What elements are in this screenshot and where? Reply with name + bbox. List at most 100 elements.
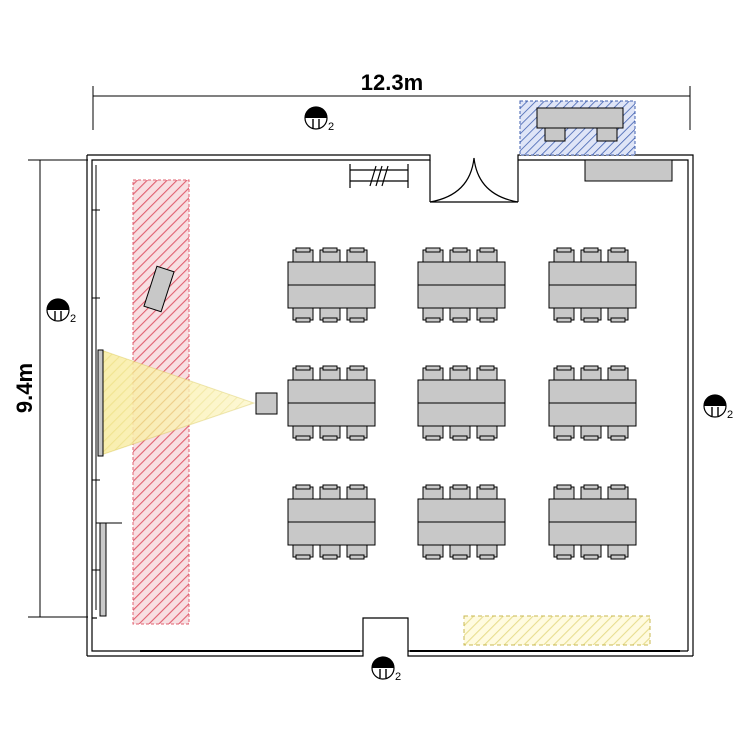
chair-back — [452, 435, 468, 441]
chair-back — [479, 435, 495, 441]
chair-back — [425, 484, 441, 490]
outlet-right: 2 — [703, 394, 733, 421]
chair-back — [610, 554, 626, 560]
table — [548, 284, 637, 309]
podium-chair-right — [596, 127, 618, 142]
side-counter — [584, 159, 673, 182]
shelf — [96, 522, 122, 617]
outlet-top: 2 — [304, 106, 334, 133]
chair-back — [322, 247, 338, 253]
height-label: 9.4m — [12, 363, 37, 413]
table — [287, 284, 376, 309]
chair-back — [556, 317, 572, 323]
chair-back — [583, 435, 599, 441]
projection-zone — [97, 349, 278, 457]
chair-back — [583, 247, 599, 253]
outlet-left-count: 2 — [70, 313, 76, 325]
table — [548, 379, 637, 404]
chair-back — [583, 317, 599, 323]
chair-back — [322, 365, 338, 371]
chair-back — [452, 317, 468, 323]
chair-back — [479, 365, 495, 371]
walls — [86, 154, 694, 657]
table — [417, 402, 506, 427]
chair-back — [322, 317, 338, 323]
chair-back — [295, 365, 311, 371]
table — [287, 379, 376, 404]
table — [417, 261, 506, 286]
chair-back — [425, 554, 441, 560]
chair-back — [583, 554, 599, 560]
table — [287, 498, 376, 523]
chair-back — [349, 554, 365, 560]
chair-back — [425, 435, 441, 441]
chair-back — [610, 484, 626, 490]
table — [417, 379, 506, 404]
ladder-symbol — [349, 164, 409, 188]
chair-back — [610, 435, 626, 441]
chair-back — [295, 435, 311, 441]
chair-back — [556, 247, 572, 253]
lectern — [143, 265, 175, 313]
chair-back — [556, 554, 572, 560]
chair-back — [583, 365, 599, 371]
table — [548, 261, 637, 286]
projection-screen — [97, 349, 104, 457]
left-wall-windows — [92, 165, 100, 610]
chair-back — [349, 365, 365, 371]
chair-back — [610, 247, 626, 253]
podium-table — [536, 107, 624, 129]
table — [417, 498, 506, 523]
table — [417, 521, 506, 546]
chair-back — [349, 484, 365, 490]
outlet-bottom-count: 2 — [395, 671, 401, 683]
chair-back — [452, 247, 468, 253]
stage-zone — [519, 100, 636, 156]
chair-back — [349, 435, 365, 441]
outlet-top-count: 2 — [328, 121, 334, 133]
table — [287, 402, 376, 427]
chair-back — [452, 484, 468, 490]
projector — [255, 392, 278, 415]
outlet-bottom: 2 — [371, 656, 401, 683]
table — [417, 284, 506, 309]
chair-back — [425, 365, 441, 371]
dimension-height: 9.4m — [12, 159, 88, 618]
chair-back — [349, 247, 365, 253]
outlet-left: 2 — [46, 298, 76, 325]
outlet-right-count: 2 — [727, 409, 733, 421]
table — [548, 498, 637, 523]
storage-zone — [463, 615, 651, 646]
chair-back — [556, 365, 572, 371]
chair-back — [295, 317, 311, 323]
table-groups — [287, 247, 637, 560]
chair-back — [425, 247, 441, 253]
chair-back — [479, 247, 495, 253]
table — [287, 261, 376, 286]
chair-back — [452, 554, 468, 560]
chair-back — [349, 317, 365, 323]
chair-back — [295, 247, 311, 253]
podium-chair-left — [544, 127, 566, 142]
table — [287, 521, 376, 546]
chair-back — [556, 484, 572, 490]
chair-back — [425, 317, 441, 323]
table — [548, 521, 637, 546]
chair-back — [479, 554, 495, 560]
double-door — [429, 157, 519, 203]
dimension-width: 12.3m — [92, 70, 691, 130]
chair-back — [610, 365, 626, 371]
chair-back — [322, 554, 338, 560]
chair-back — [295, 484, 311, 490]
chair-back — [322, 435, 338, 441]
chair-back — [295, 554, 311, 560]
width-label: 12.3m — [361, 70, 423, 95]
chair-back — [610, 317, 626, 323]
table — [548, 402, 637, 427]
chair-back — [583, 484, 599, 490]
chair-back — [556, 435, 572, 441]
chair-back — [322, 484, 338, 490]
chair-back — [479, 484, 495, 490]
chair-back — [452, 365, 468, 371]
